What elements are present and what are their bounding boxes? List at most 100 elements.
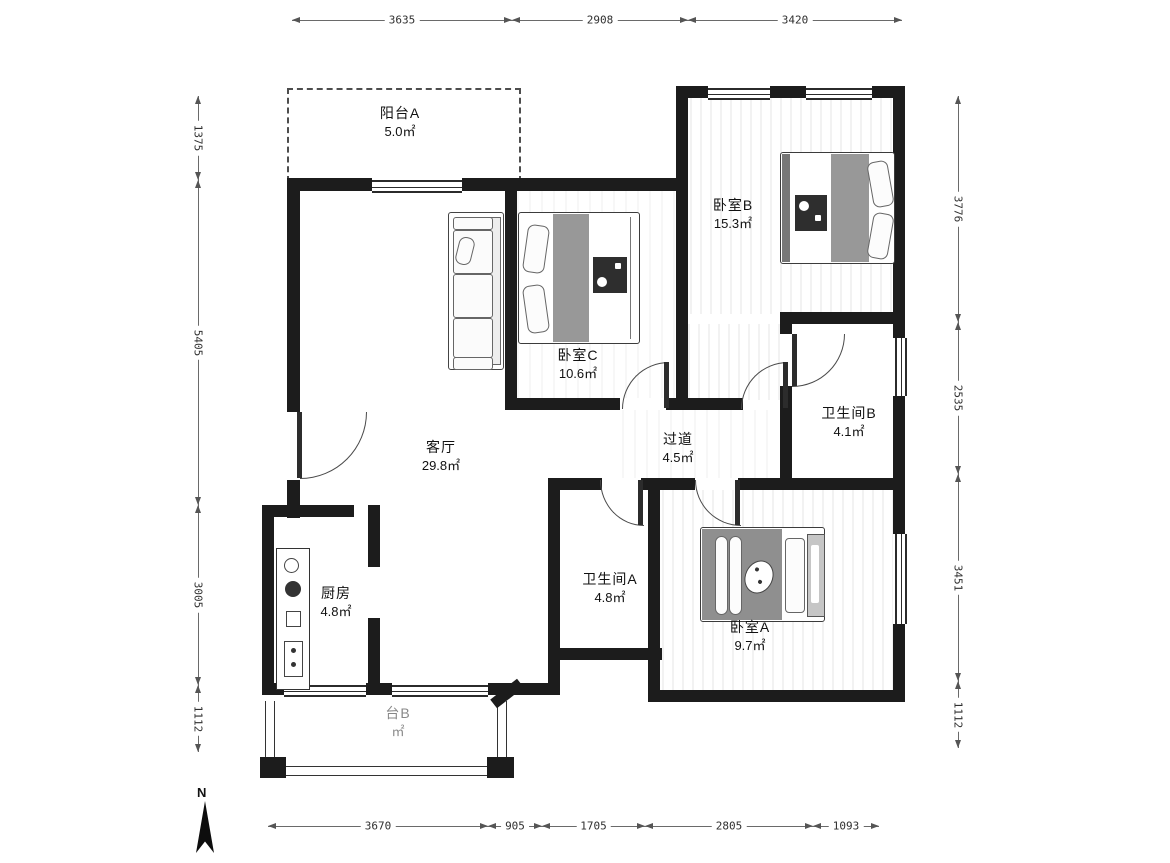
sofa-armrest <box>453 357 493 370</box>
wall-segment <box>262 505 354 517</box>
room-name: 卧室B <box>712 197 754 213</box>
bed-bedroom-a <box>700 527 825 622</box>
room-label-bathroom-a: 卫生间A 4.8㎡ <box>555 570 665 606</box>
dot <box>754 566 760 573</box>
dimension-bottom-3: 1705 <box>542 819 645 833</box>
kitchen-sink <box>284 558 299 573</box>
wall-segment <box>368 505 380 567</box>
wall-segment <box>676 86 688 410</box>
balcony-b-rail <box>265 701 275 761</box>
dot <box>799 201 809 211</box>
window-balcony-a <box>372 180 462 193</box>
wall-segment <box>780 322 792 334</box>
dimension-value: 2908 <box>582 13 618 27</box>
dimension-left-1: 1375 <box>191 96 205 180</box>
stove-dot <box>291 662 296 667</box>
wall-segment <box>287 178 372 191</box>
pillow <box>521 283 551 335</box>
floor-texture-hallway <box>622 410 778 478</box>
dimension-bottom-4: 2805 <box>645 819 813 833</box>
wall-segment <box>648 478 660 660</box>
pillow <box>866 211 895 261</box>
wall-segment <box>666 398 688 410</box>
dimension-right-4: 1112 <box>951 681 965 748</box>
room-name: 台B <box>385 705 411 721</box>
dimension-value: 1705 <box>576 819 611 833</box>
dimension-value: 1093 <box>828 819 864 833</box>
room-area: 4.5㎡ <box>662 449 694 465</box>
room-name: 客厅 <box>426 439 456 455</box>
room-name: 阳台A <box>379 105 421 121</box>
door-leaf-bedroom-b <box>783 362 788 408</box>
dimension-value: 905 <box>501 819 529 833</box>
room-area: 4.8㎡ <box>594 589 626 605</box>
room-label-living-room: 客厅 29.8㎡ <box>386 438 496 474</box>
dimension-value: 1112 <box>191 701 205 736</box>
headboard <box>807 534 825 617</box>
sofa-armrest <box>453 217 493 230</box>
wall-segment <box>462 178 517 191</box>
sofa-cushion <box>453 318 493 358</box>
door-arc-bathroom-b <box>792 334 845 387</box>
room-name: 厨房 <box>321 585 351 601</box>
room-label-bathroom-b: 卫生间B 4.1㎡ <box>794 404 904 440</box>
room-label-bedroom-c: 卧室C 10.6㎡ <box>523 346 633 382</box>
door-leaf-bedroom-a <box>735 480 740 525</box>
bed-edge <box>782 154 790 262</box>
wall-segment <box>648 648 660 702</box>
dimension-bottom-5: 1093 <box>813 819 879 833</box>
dimension-top-2: 2908 <box>512 13 688 27</box>
wall-segment <box>262 505 274 695</box>
window-bedroom-b-2 <box>806 88 872 100</box>
wall-segment <box>505 178 517 410</box>
wall-segment <box>368 618 380 695</box>
door-leaf-bathroom-a <box>638 480 643 525</box>
door-arc-entry <box>300 412 367 479</box>
balcony-b-rail <box>497 701 507 769</box>
wall-segment <box>548 648 662 660</box>
cushion <box>729 536 742 615</box>
headboard-inner <box>811 545 819 603</box>
window-bedroom-a <box>895 534 907 624</box>
dot <box>615 263 621 269</box>
dimension-top-1: 3635 <box>292 13 512 27</box>
dimension-bottom-1: 3670 <box>268 819 488 833</box>
wall-segment <box>780 312 893 324</box>
sofa-cushion <box>453 274 493 318</box>
quilt <box>795 195 827 231</box>
room-name: 卧室A <box>729 619 771 635</box>
door-leaf-bathroom-b <box>792 334 797 386</box>
stove-dot <box>291 648 296 653</box>
kitchen-stove <box>284 641 303 677</box>
wall-segment <box>548 478 560 660</box>
bed-frame-line <box>630 217 631 339</box>
door-leaf-bedroom-c <box>664 362 669 408</box>
kitchen-counter <box>276 548 310 690</box>
dimension-left-4: 1112 <box>191 685 205 752</box>
dimension-value: 3635 <box>384 13 420 27</box>
window-bedroom-b-1 <box>708 88 770 100</box>
wall-segment <box>738 478 905 490</box>
dimension-right-2: 2535 <box>951 322 965 474</box>
dimension-value: 3005 <box>191 577 205 613</box>
room-label-balcony-a: 阳台A 5.0㎡ <box>345 104 455 140</box>
dimension-value: 3420 <box>777 13 813 27</box>
wall-segment <box>893 86 905 338</box>
dimension-value: 3776 <box>951 191 965 227</box>
room-area: 4.1㎡ <box>833 423 865 439</box>
room-name: 卫生间B <box>821 405 877 421</box>
quilt <box>593 257 627 293</box>
dimension-left-3: 3005 <box>191 505 205 685</box>
room-area: 15.3㎡ <box>713 215 753 231</box>
pillow <box>866 159 895 209</box>
compass-arrow-icon <box>196 801 214 853</box>
dot <box>757 579 763 585</box>
wall-segment <box>893 624 905 702</box>
cushion <box>715 536 728 615</box>
wall-segment <box>780 386 792 490</box>
wall-segment <box>770 86 806 98</box>
bed-bedroom-b <box>780 152 895 264</box>
room-name: 卫生间A <box>582 571 638 587</box>
dot <box>597 277 607 287</box>
